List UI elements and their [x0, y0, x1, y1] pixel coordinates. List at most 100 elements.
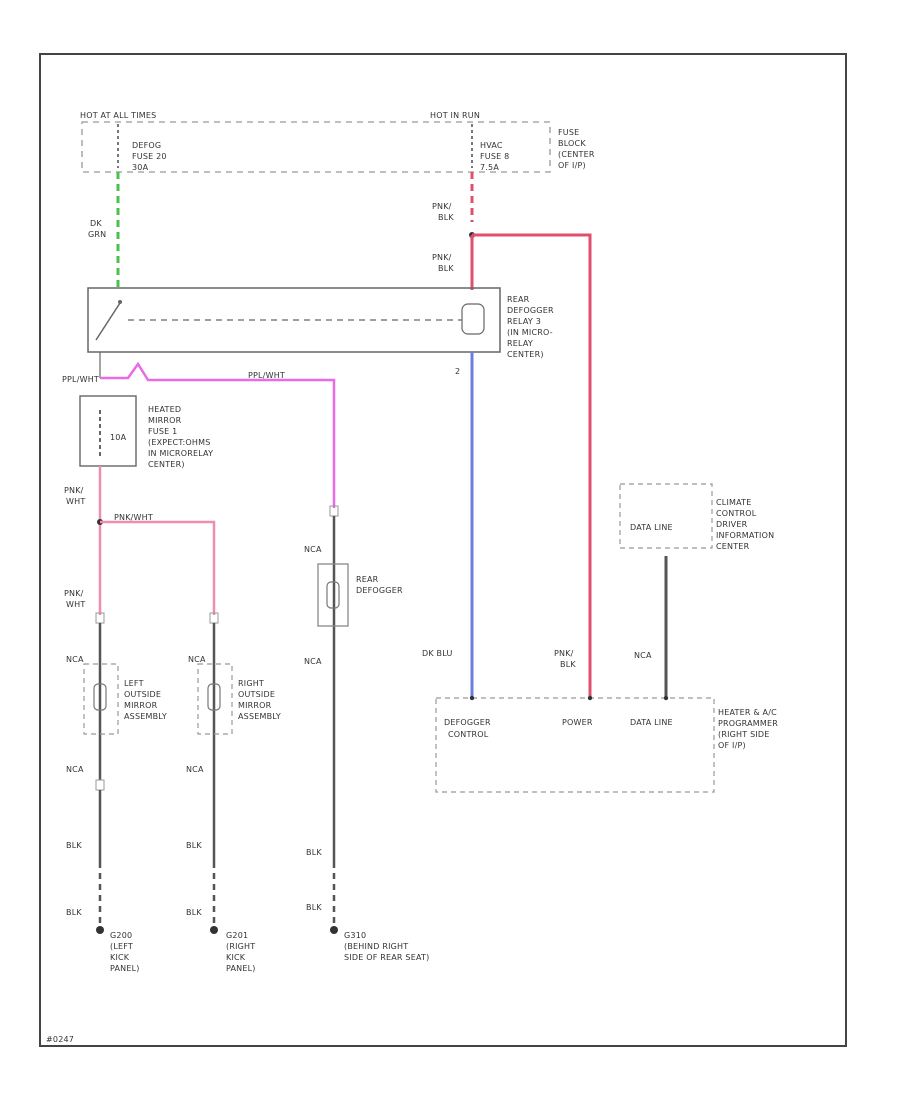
label-blk-rear-2: BLK [306, 903, 322, 912]
ground-right-point [210, 926, 218, 934]
label-blk-right-2: BLK [186, 908, 202, 917]
rear-defogger-label-1: REAR [356, 575, 379, 584]
defog-fuse-line-3: 30A [132, 163, 149, 172]
label-ppl-wht-left: PPL/WHT [62, 375, 99, 384]
heated-mirror-label-3: FUSE 1 [148, 427, 177, 436]
programmer-box [435, 697, 715, 793]
label-nca-data: NCA [634, 651, 652, 660]
label-blk-right-1: BLK [186, 841, 202, 850]
ground-left-label-3: KICK [110, 953, 130, 962]
ground-right-label-3: KICK [226, 953, 246, 962]
label-pnk-blk-top-2: BLK [438, 213, 454, 222]
heated-mirror-label-2: MIRROR [148, 416, 182, 425]
heated-mirror-label-4: (EXPECT:OHMS [148, 438, 211, 447]
left-mirror-label-2: OUTSIDE [124, 690, 161, 699]
ground-rear-label-1: G310 [344, 931, 366, 940]
climate-label-1: CLIMATE [716, 498, 752, 507]
programmer-defogger-control-1: DEFOGGER [444, 718, 491, 727]
rear-defogger-element [326, 581, 340, 609]
defog-fuse-line-2: FUSE 20 [132, 152, 167, 161]
ground-left-point [96, 926, 104, 934]
left-mirror-box [83, 663, 119, 735]
heated-mirror-label-6: CENTER) [148, 460, 185, 469]
fuse-block-outline [81, 121, 551, 173]
climate-control-box [619, 483, 713, 549]
right-mirror-box [197, 663, 233, 735]
wire-pnk-wht-branch [100, 520, 216, 615]
relay-label-4: (IN MICRO- [507, 328, 553, 337]
label-ppl-wht-right: PPL/WHT [248, 371, 285, 380]
relay-coil [461, 303, 485, 335]
wire-ppl-wht [100, 361, 336, 508]
label-pnk-wht-branch: PNK/WHT [114, 513, 153, 522]
label-blk-left-1: BLK [66, 841, 82, 850]
ground-left-label-4: PANEL) [110, 964, 140, 973]
relay-switch-pivot [118, 300, 122, 304]
ground-rear-label-2: (BEHIND RIGHT [344, 942, 408, 951]
label-pnk-blk-relay-1: PNK/ [432, 253, 452, 262]
left-mirror-label-4: ASSEMBLY [124, 712, 167, 721]
hvac-fuse-line-2: FUSE 8 [480, 152, 509, 161]
programmer-label-2: PROGRAMMER [718, 719, 778, 728]
right-mirror-label-1: RIGHT [238, 679, 264, 688]
left-mirror-label-3: MIRROR [124, 701, 158, 710]
relay-label-6: CENTER) [507, 350, 544, 359]
ground-left-label-2: (LEFT [110, 942, 133, 951]
right-mirror-label-3: MIRROR [238, 701, 272, 710]
label-dk-blu: DK BLU [422, 649, 453, 658]
relay-label-5: RELAY [507, 339, 533, 348]
label-pnk-blk-top-1: PNK/ [432, 202, 452, 211]
hot-at-all-times-label: HOT AT ALL TIMES [80, 111, 156, 120]
heated-mirror-label-5: IN MICRORELAY [148, 449, 213, 458]
hot-in-run-label: HOT IN RUN [430, 111, 480, 120]
hvac-fuse-line-1: HVAC [480, 141, 503, 150]
ground-right-label-2: (RIGHT [226, 942, 255, 951]
climate-label-4: INFORMATION [716, 531, 774, 540]
heated-mirror-fuse-rating: 10A [110, 433, 127, 442]
programmer-pin-defogger [469, 695, 475, 701]
heated-mirror-label-1: HEATED [148, 405, 181, 414]
relay-label-1: REAR [507, 295, 530, 304]
wire-pnk-blk-to-programmer [472, 233, 592, 697]
label-pnk-blk-relay-2: BLK [438, 264, 454, 273]
relay-switch-contact [95, 302, 121, 341]
label-nca-left-lower: NCA [66, 765, 84, 774]
label-blk-rear-1: BLK [306, 848, 322, 857]
figure-id: #0247 [46, 1035, 74, 1044]
rear-defogger-label-2: DEFOGGER [356, 586, 403, 595]
fuse-block-location-1: FUSE [558, 128, 579, 137]
label-pnk-blk-programmer-1: PNK/ [554, 649, 574, 658]
label-pnk-wht-upper-2: WHT [66, 497, 85, 506]
defog-fuse-line-1: DEFOG [132, 141, 161, 150]
programmer-label-3: (RIGHT SIDE [718, 730, 770, 739]
ground-right-label-4: PANEL) [226, 964, 256, 973]
left-mirror-label-1: LEFT [124, 679, 144, 688]
label-nca-right-lower: NCA [186, 765, 204, 774]
label-pnk-wht-lower-2: WHT [66, 600, 85, 609]
label-pnk-blk-programmer-2: BLK [560, 660, 576, 669]
programmer-defogger-control-2: CONTROL [448, 730, 489, 739]
programmer-pin-power [587, 695, 593, 701]
right-mirror-label-4: ASSEMBLY [238, 712, 281, 721]
programmer-power-label: POWER [562, 718, 593, 727]
ground-right-label-1: G201 [226, 931, 248, 940]
label-nca-rear-defogger: NCA [304, 545, 322, 554]
label-pnk-wht-lower-1: PNK/ [64, 589, 84, 598]
fuse-block-location-3: (CENTER [558, 150, 595, 159]
climate-label-5: CENTER [716, 542, 750, 551]
climate-data-line-label: DATA LINE [630, 523, 673, 532]
ground-left-label-1: G200 [110, 931, 132, 940]
relay-pin-label: 2 [455, 367, 460, 376]
label-nca-defogger-lower: NCA [304, 657, 322, 666]
label-nca-right-mirror: NCA [188, 655, 206, 664]
label-pnk-wht-upper-1: PNK/ [64, 486, 84, 495]
ground-rear-point [330, 926, 338, 934]
relay-box [87, 287, 501, 353]
right-mirror-heater-element [207, 683, 221, 711]
relay-label-3: RELAY 3 [507, 317, 541, 326]
label-blk-left-2: BLK [66, 908, 82, 917]
outer-frame [39, 53, 847, 1047]
climate-label-2: CONTROL [716, 509, 757, 518]
